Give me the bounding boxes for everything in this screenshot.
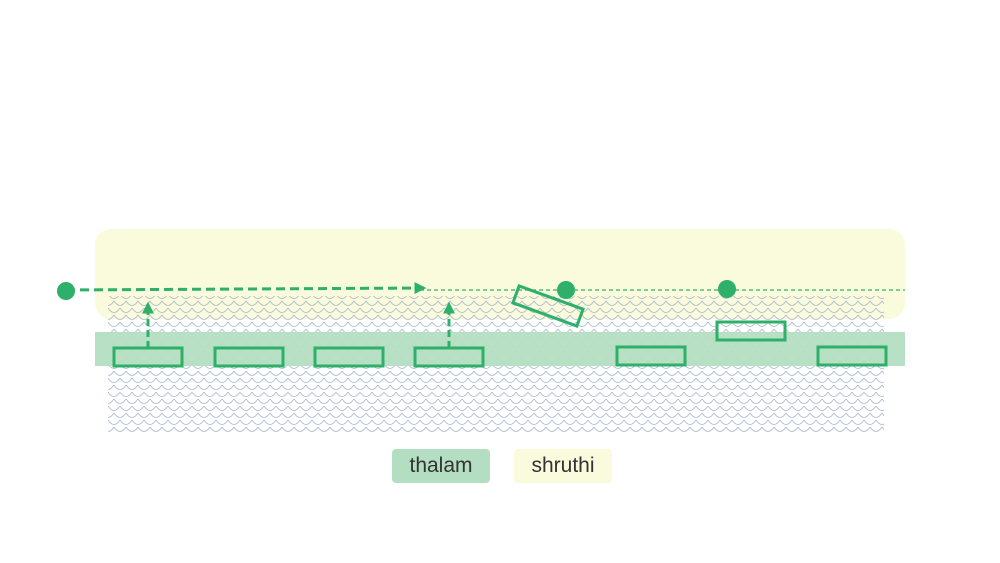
dashed-arrow xyxy=(65,282,427,295)
node-2 xyxy=(557,281,575,299)
beat-2 xyxy=(213,346,285,368)
beat-5-tilted xyxy=(511,283,585,329)
beat-6 xyxy=(615,345,687,367)
beat-1 xyxy=(112,346,184,368)
beat-7-raised xyxy=(715,320,787,342)
beat-3 xyxy=(313,346,385,368)
node-3 xyxy=(718,280,736,298)
legend-thalam: thalam xyxy=(392,449,490,483)
beat-8 xyxy=(816,345,888,367)
beat-4 xyxy=(413,346,485,368)
node-1 xyxy=(57,282,75,300)
legend-shruthi: shruthi xyxy=(514,449,612,483)
